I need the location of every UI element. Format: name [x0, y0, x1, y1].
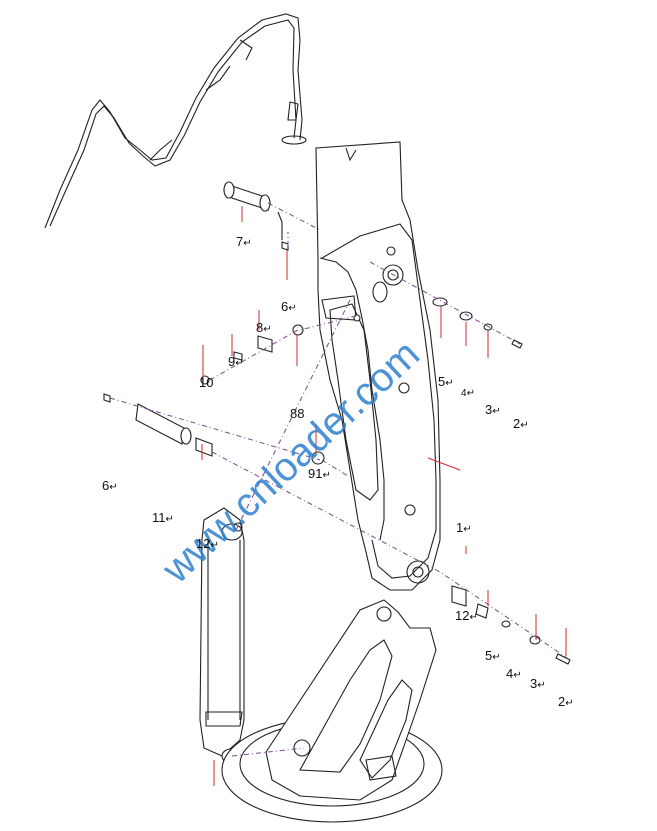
- turret-base: [221, 599, 443, 823]
- pin-part-7: [223, 181, 289, 251]
- small-parts-8-9-10: [200, 314, 361, 385]
- callout-12-lower: 12↵: [455, 608, 478, 623]
- callout-4-lower: 4↵: [506, 666, 522, 681]
- callout-6: 6↵: [281, 299, 297, 314]
- pin-part-6: [103, 393, 325, 465]
- callout-91: 91↵: [308, 466, 331, 481]
- callout-12-cylinder: 12↵: [196, 536, 219, 551]
- callout-3-lower: 3↵: [530, 676, 546, 691]
- pin-assembly-upper: [432, 297, 523, 349]
- callout-7: 7↵: [236, 234, 252, 249]
- callout-1: 1↵: [456, 520, 472, 535]
- callout-10: 10: [199, 375, 213, 390]
- callout-88: 88: [290, 406, 304, 421]
- red-leader-lines: [201, 206, 567, 786]
- callout-2-lower: 2↵: [558, 694, 574, 709]
- pin-assembly-lower: [451, 585, 571, 665]
- callout-2-upper: 2↵: [513, 416, 529, 431]
- callout-5-upper: 5↵: [438, 374, 454, 389]
- callout-5-lower: 5↵: [485, 648, 501, 663]
- boom-overview-thumbnail: [44, 13, 307, 229]
- main-boom-arm: [315, 141, 441, 591]
- callout-8: 8↵: [256, 320, 272, 335]
- callout-4-upper: 4↵: [461, 388, 475, 399]
- callout-9: 9↵: [228, 354, 244, 369]
- callout-6-lower: 6↵: [102, 478, 118, 493]
- callout-3-upper: 3↵: [485, 402, 501, 417]
- assembly-axis-lines: [109, 202, 571, 757]
- callout-11: 11↵: [152, 510, 174, 525]
- callout-labels: 7↵ 6↵ 8↵ 9↵ 10 88 91↵ 5↵ 4↵ 3↵ 2↵ 6↵ 11↵…: [102, 234, 574, 709]
